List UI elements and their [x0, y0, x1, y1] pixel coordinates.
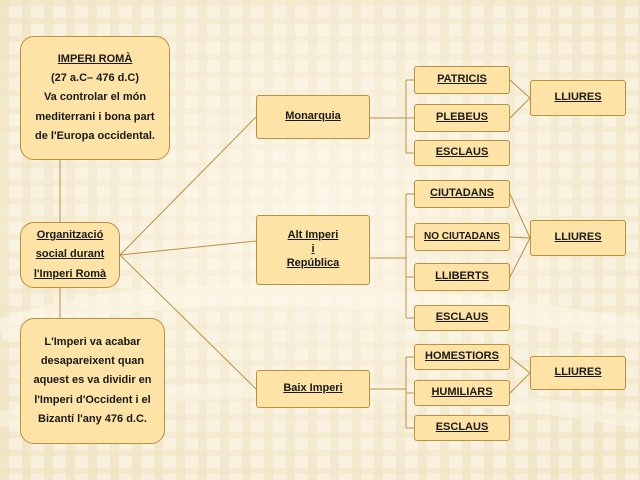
imperi-line3: de l'Europa occidental.	[35, 129, 155, 142]
group-plebeus: PLEBEUS	[414, 104, 510, 132]
organitzacio-line3: l'Imperi Romà	[33, 267, 107, 280]
imperi-title: IMPERI ROMÀ	[57, 52, 133, 65]
imperi-dates: (27 a.C– 476 d.C)	[50, 72, 140, 85]
period-alt-line2: i	[311, 243, 315, 256]
period-alt-line1: Alt Imperi	[287, 229, 339, 242]
period-baix-imperi: Baix Imperi	[256, 370, 370, 408]
group-ciutadans: CIUTADANS	[414, 180, 510, 208]
group-homestiors: HOMESTIORS	[414, 344, 510, 370]
final-line5: Bizantí l'any 476 d.C.	[38, 412, 147, 425]
group-esclaus-baix-label: ESCLAUS	[435, 421, 489, 434]
period-baix-label: Baix Imperi	[283, 382, 343, 395]
period-alt-imperi: Alt Imperi i República	[256, 215, 370, 285]
lliures-monarquia: LLIURES	[530, 80, 626, 116]
lliures-monarquia-label: LLIURES	[554, 91, 602, 104]
group-lliberts: LLIBERTS	[414, 263, 510, 291]
group-esclaus-monarquia-label: ESCLAUS	[435, 146, 489, 159]
imperi-roma-box: IMPERI ROMÀ (27 a.C– 476 d.C) Va control…	[20, 36, 170, 160]
organitzacio-box: Organització social durant l'Imperi Romà	[20, 222, 120, 288]
final-line4: l'Imperi d'Occident i el	[34, 393, 151, 406]
group-patricis: PATRICIS	[414, 66, 510, 94]
final-line1: L'Imperi va acabar	[44, 335, 141, 348]
group-no-ciutadans-label: NO CIUTADANS	[424, 230, 500, 242]
final-line2: desapareixent quan	[40, 355, 145, 368]
group-humiliars-label: HUMILIARS	[431, 386, 493, 399]
final-line3: aquest es va dividir en	[33, 374, 152, 387]
group-ciutadans-label: CIUTADANS	[430, 187, 494, 200]
organitzacio-line2: social durant	[35, 248, 105, 261]
imperi-line1: Va controlar el món	[43, 91, 147, 104]
period-alt-line3: República	[286, 256, 340, 269]
group-homestiors-label: HOMESTIORS	[425, 350, 499, 363]
lliures-baix: LLIURES	[530, 356, 626, 390]
group-lliberts-label: LLIBERTS	[435, 270, 489, 283]
imperi-line2: mediterrani i bona part	[35, 110, 155, 123]
period-monarquia: Monarquia	[256, 95, 370, 139]
group-esclaus-baix: ESCLAUS	[414, 415, 510, 441]
group-esclaus-monarquia: ESCLAUS	[414, 140, 510, 166]
group-esclaus-alt-label: ESCLAUS	[435, 311, 489, 324]
lliures-alt-label: LLIURES	[554, 231, 602, 244]
group-no-ciutadans: NO CIUTADANS	[414, 223, 510, 251]
group-patricis-label: PATRICIS	[437, 73, 487, 86]
group-humiliars: HUMILIARS	[414, 380, 510, 406]
lliures-baix-label: LLIURES	[554, 366, 602, 379]
group-plebeus-label: PLEBEUS	[436, 111, 488, 124]
lliures-alt: LLIURES	[530, 220, 626, 256]
organitzacio-line1: Organització	[36, 229, 104, 242]
final-imperi-box: L'Imperi va acabar desapareixent quan aq…	[20, 318, 165, 444]
period-monarquia-label: Monarquia	[285, 110, 341, 123]
group-esclaus-alt: ESCLAUS	[414, 305, 510, 331]
